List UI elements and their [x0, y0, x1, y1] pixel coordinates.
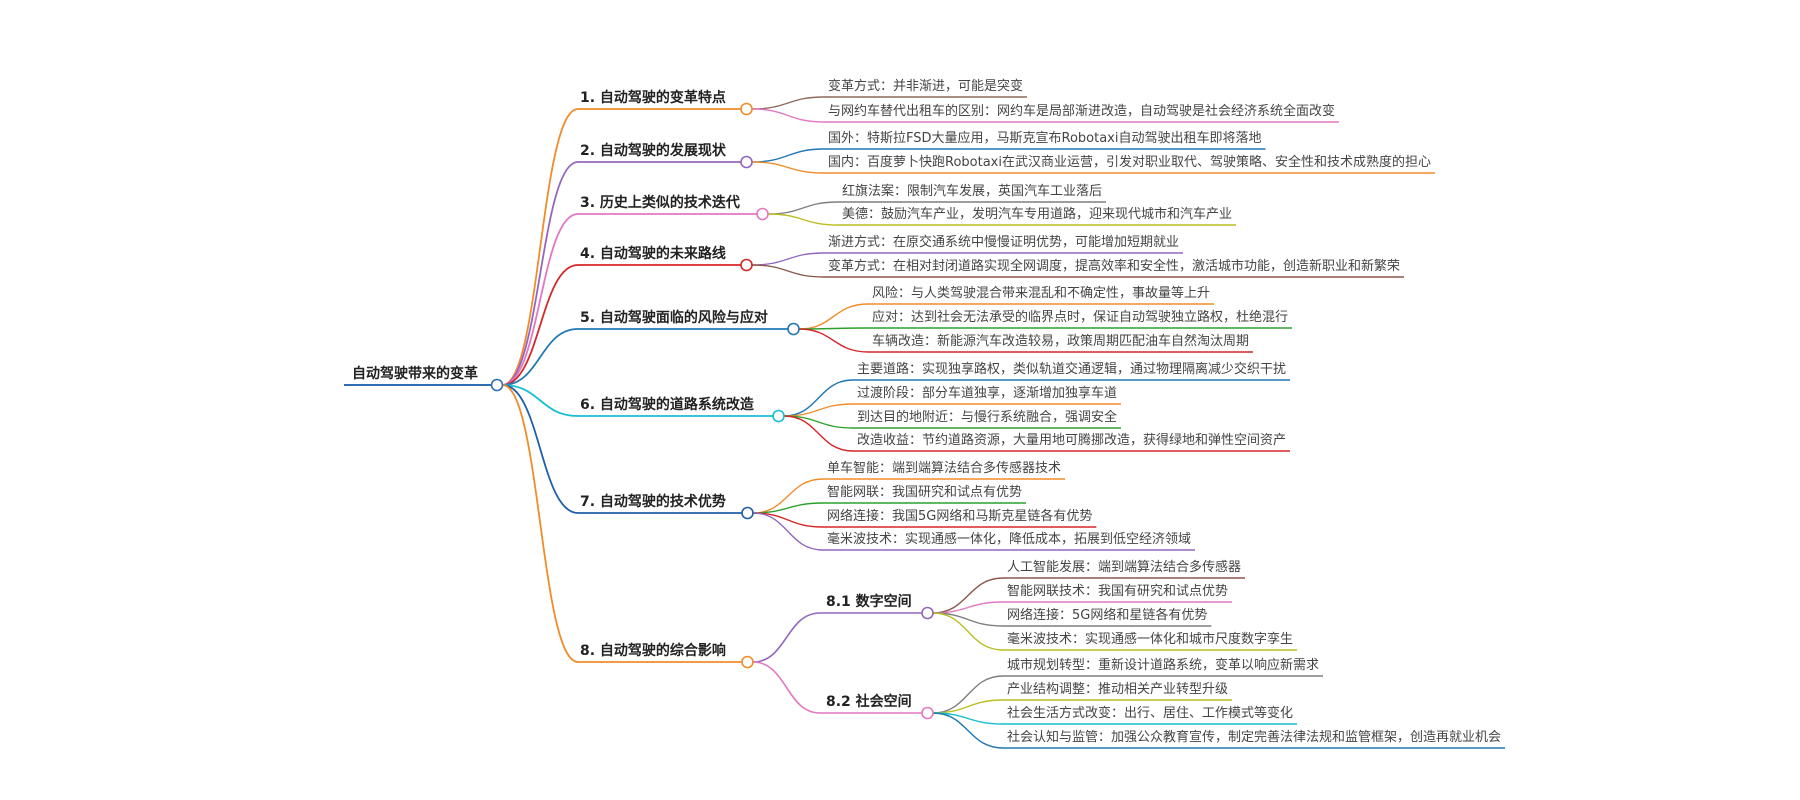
branch-1-leaf-1-link	[751, 96, 825, 110]
branch-3-leaf-2[interactable]: 美德：鼓励汽车产业，发明汽车专用道路，迎来现代城市和汽车产业	[842, 206, 1232, 222]
branch-3-link	[501, 213, 579, 386]
branch-1-collapse-toggle[interactable]	[740, 102, 753, 116]
branch-5-topic[interactable]: 5. 自动驾驶面临的风险与应对	[580, 309, 768, 326]
branch-1-link	[501, 108, 579, 386]
branch-8-sub-2-link	[752, 661, 821, 714]
branch-5-leaf-1[interactable]: 风险：与人类驾驶混合带来混乱和不确定性，事故量等上升	[872, 285, 1210, 301]
branch-8-sub-1-leaf-1[interactable]: 人工智能发展：端到端算法结合多传感器	[1007, 559, 1241, 575]
branch-8-sub-1-leaf-4[interactable]: 毫米波技术：实现通感一体化和城市尺度数字孪生	[1007, 631, 1293, 647]
branch-8-sub-2-leaf-2[interactable]: 产业结构调整：推动相关产业转型升级	[1007, 682, 1228, 697]
branch-6-topic[interactable]: 6. 自动驾驶的道路系统改造	[580, 396, 754, 413]
branch-2-link	[501, 161, 579, 386]
branch-6-leaf-3[interactable]: 到达目的地附近：与慢行系统融合，强调安全	[857, 409, 1117, 425]
branch-7-leaf-4-link	[752, 512, 824, 551]
branch-4-leaf-1-link	[751, 252, 825, 266]
branch-8-sub-1-leaf-2[interactable]: 智能网联技术：我国有研究和试点优势	[1007, 583, 1228, 599]
branch-5-collapse-toggle[interactable]	[787, 322, 800, 336]
branch-7-collapse-toggle[interactable]	[741, 506, 754, 520]
branch-2-leaf-2[interactable]: 国内：百度萝卜快跑Robotaxi在武汉商业运营，引发对职业取代、驾驶策略、安全…	[828, 154, 1431, 170]
branch-4-collapse-toggle[interactable]	[740, 258, 753, 272]
branch-1-leaf-1[interactable]: 变革方式：并非渐进，可能是突变	[828, 78, 1023, 94]
branch-8-sub-1-link	[752, 612, 821, 663]
branch-4-leaf-2-link	[751, 264, 825, 278]
branch-3-collapse-toggle[interactable]	[756, 207, 769, 221]
edges-layer	[344, 96, 1506, 749]
branch-4-topic[interactable]: 4. 自动驾驶的未来路线	[580, 245, 726, 262]
branch-6-leaf-1-link	[783, 379, 854, 417]
branch-1-leaf-2[interactable]: 与网约车替代出租车的区别：网约车是局部渐进改造，自动驾驶是社会经济系统全面改变	[828, 103, 1335, 119]
branch-8-link	[501, 384, 579, 663]
branch-5-leaf-2[interactable]: 应对：达到社会无法承受的临界点时，保证自动驾驶独立路权，杜绝混行	[872, 309, 1288, 325]
branch-8-sub-2-leaf-3[interactable]: 社会生活方式改变：出行、居住、工作模式等变化	[1007, 705, 1293, 721]
branch-5-leaf-3[interactable]: 车辆改造：新能源汽车改造较易，政策周期匹配油车自然淘汰周期	[872, 333, 1249, 349]
branch-7-leaf-3[interactable]: 网络连接：我国5G网络和马斯克星链各有优势	[827, 508, 1092, 524]
branch-8-sub-1-leaf-3[interactable]: 网络连接：5G网络和星链各有优势	[1007, 607, 1207, 623]
branch-7-leaf-2[interactable]: 智能网联：我国研究和试点有优势	[827, 484, 1022, 500]
branch-2-collapse-toggle[interactable]	[740, 155, 753, 169]
branch-3-topic[interactable]: 3. 历史上类似的技术迭代	[580, 194, 740, 211]
branch-7-link	[501, 384, 579, 514]
branch-8-sub-2-leaf-4-link	[932, 712, 1004, 749]
branch-7-topic[interactable]: 7. 自动驾驶的技术优势	[580, 493, 726, 510]
branch-8-topic[interactable]: 8. 自动驾驶的综合影响	[580, 642, 726, 659]
branch-8-sub-1-collapse-toggle[interactable]	[921, 606, 934, 620]
branch-2-leaf-1[interactable]: 国外：特斯拉FSD大量应用，马斯克宣布Robotaxi自动驾驶出租车即将落地	[828, 130, 1262, 146]
branch-8-sub-2-collapse-toggle[interactable]	[921, 706, 934, 720]
branch-5-leaf-1-link	[798, 303, 869, 330]
root-collapse-toggle[interactable]	[490, 378, 504, 392]
branch-7-leaf-4[interactable]: 毫米波技术：实现通感一体化，降低成本，拓展到低空经济领域	[827, 531, 1191, 547]
branch-7-leaf-1-link	[752, 478, 824, 514]
branch-7-leaf-3-link	[752, 512, 824, 528]
branch-8-sub-1-leaf-1-link	[932, 577, 1004, 614]
branch-6-leaf-1[interactable]: 主要道路：实现独享路权，类似轨道交通逻辑，通过物理隔离减少交织干扰	[857, 361, 1286, 377]
nodes-layer: 自动驾驶带来的变革 1. 自动驾驶的变革特点 变革方式：并非渐进，可能是突变与网约…	[352, 78, 1501, 745]
branch-6-leaf-2[interactable]: 过渡阶段：部分车道独享，逐渐增加独享车道	[857, 385, 1117, 401]
branch-6-link	[501, 384, 579, 417]
branch-7-leaf-1[interactable]: 单车智能：端到端算法结合多传感器技术	[827, 460, 1061, 476]
branch-2-leaf-1-link	[751, 148, 825, 163]
branch-4-link	[501, 264, 579, 386]
branch-8-collapse-toggle[interactable]	[741, 655, 754, 669]
branch-3-leaf-2-link	[767, 213, 839, 226]
branch-2-leaf-2-link	[751, 161, 825, 174]
root-topic[interactable]: 自动驾驶带来的变革	[352, 365, 478, 382]
branch-8-sub-2-leaf-4[interactable]: 社会认知与监管：加强公众教育宣传，制定完善法律法规和监管框架，创造再就业机会	[1007, 729, 1501, 745]
branch-8-sub-2-topic[interactable]: 8.2 社会空间	[826, 693, 912, 710]
branch-5-leaf-3-link	[798, 328, 869, 353]
branch-5-link	[501, 328, 579, 386]
branch-4-leaf-1[interactable]: 渐进方式：在原交通系统中慢慢证明优势，可能增加短期就业	[828, 234, 1179, 250]
branch-8-sub-2-leaf-1[interactable]: 城市规划转型：重新设计道路系统，变革以响应新需求	[1007, 657, 1319, 673]
branch-8-sub-2-leaf-1-link	[932, 675, 1004, 714]
branch-8-sub-1-leaf-4-link	[932, 612, 1004, 651]
branch-2-topic[interactable]: 2. 自动驾驶的发展现状	[580, 142, 727, 159]
branch-1-leaf-2-link	[751, 108, 825, 123]
branch-6-leaf-4-link	[783, 415, 854, 452]
branch-6-collapse-toggle[interactable]	[772, 409, 785, 423]
branch-1-topic[interactable]: 1. 自动驾驶的变革特点	[580, 89, 726, 106]
branch-3-leaf-1[interactable]: 红旗法案：限制汽车发展，英国汽车工业落后	[842, 183, 1102, 199]
branch-8-sub-1-topic[interactable]: 8.1 数字空间	[826, 593, 912, 610]
branch-3-leaf-1-link	[767, 201, 839, 215]
branch-4-leaf-2[interactable]: 变革方式：在相对封闭道路实现全网调度，提高效率和安全性，激活城市功能，创造新职业…	[828, 258, 1400, 274]
branch-6-leaf-4[interactable]: 改造收益：节约道路资源，大量用地可腾挪改造，获得绿地和弹性空间资产	[857, 432, 1286, 448]
